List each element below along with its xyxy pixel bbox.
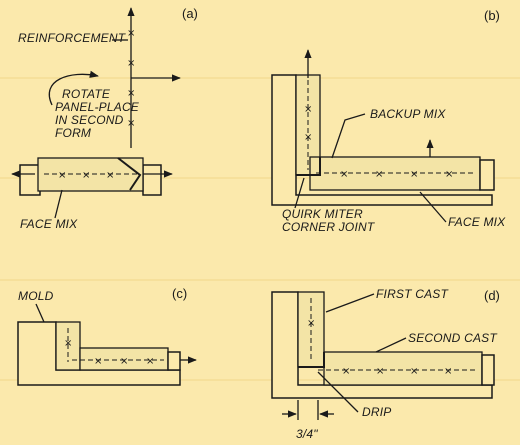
rebar-mark: × — [375, 169, 383, 180]
miter-edge — [117, 157, 142, 191]
rebar-mark: × — [444, 366, 452, 377]
panel-b-end-block — [479, 159, 495, 191]
rotate-label-4: FORM — [55, 126, 91, 140]
second-cast — [323, 351, 483, 386]
panel-b: (b) × × × × × × BACKUP MIX QUIRK MITER C… — [271, 8, 506, 234]
rebar-mark: × — [94, 356, 102, 367]
quirk-joint-edge — [296, 157, 321, 176]
rebar-mark: × — [342, 366, 350, 377]
mold-leader — [35, 303, 45, 323]
rebar-mark: × — [120, 356, 128, 367]
panel-b-letter: (b) — [484, 8, 500, 23]
rebar-mark: × — [304, 132, 312, 143]
rebar-mark: × — [304, 104, 312, 115]
second-cast-leader — [375, 337, 407, 353]
backup-mix-leader — [331, 113, 366, 159]
quirk-miter-label-1: QUIRK MITER — [282, 207, 363, 221]
rebar-mark: × — [64, 338, 72, 349]
rebar-mark: × — [445, 169, 453, 180]
face-mix-leader-a — [54, 189, 63, 219]
rebar-mark: × — [127, 118, 135, 129]
dimension-label: 3/4" — [296, 427, 318, 441]
rotate-label-3: IN SECOND — [55, 113, 124, 127]
backup-mix-label: BACKUP MIX — [370, 107, 446, 121]
panel-a-letter: (a) — [182, 6, 198, 21]
face-mix-leader-b — [419, 191, 447, 223]
rebar-mark: × — [410, 366, 418, 377]
rebar-mark: × — [58, 170, 66, 181]
rebar-mark: × — [410, 169, 418, 180]
rotate-label-1: ROTATE — [62, 87, 111, 101]
right-form-end — [142, 164, 162, 196]
face-mix-label-a: FACE MIX — [20, 217, 78, 231]
rotate-label-2: PANEL-PLACE — [55, 100, 140, 114]
reinforcement-label: REINFORCEMENT — [18, 31, 127, 45]
face-mix-label-b: FACE MIX — [448, 215, 506, 229]
rotate-curve-arrow — [48, 70, 99, 106]
second-cast-label: SECOND CAST — [408, 331, 498, 345]
drip-label: DRIP — [362, 405, 391, 419]
rebar-mark: × — [340, 169, 348, 180]
panel-c-end-block — [167, 351, 181, 371]
rebar-mark: × — [146, 356, 154, 367]
quirk-miter-leader — [294, 177, 305, 209]
left-form-end — [19, 164, 41, 196]
drip-leader — [317, 371, 359, 413]
panel-c-letter: (c) — [172, 286, 187, 301]
first-cast-label: FIRST CAST — [376, 287, 449, 301]
panel-d-end-block — [481, 354, 495, 386]
rebar-mark: × — [106, 170, 114, 181]
rebar-mark: × — [376, 366, 384, 377]
first-cast-leader — [325, 293, 375, 313]
rebar-mark: × — [127, 58, 135, 69]
quirk-miter-label-2: CORNER JOINT — [282, 220, 376, 234]
rebar-mark: × — [127, 88, 135, 99]
panel-d-letter: (d) — [484, 288, 500, 303]
rebar-mark: × — [127, 28, 135, 39]
mold-label: MOLD — [18, 289, 54, 303]
rebar-mark: × — [82, 170, 90, 181]
panel-c: (c) MOLD × × × × — [17, 286, 197, 386]
panel-a: (a) × × × × REINFORCEMENT ROTATE PANEL-P… — [11, 6, 198, 231]
drip-joint-edge — [298, 352, 325, 368]
panel-d: (d) × × × × × FIRST CAST SECOND CAST DRI… — [271, 287, 500, 441]
rebar-mark: × — [307, 318, 315, 329]
